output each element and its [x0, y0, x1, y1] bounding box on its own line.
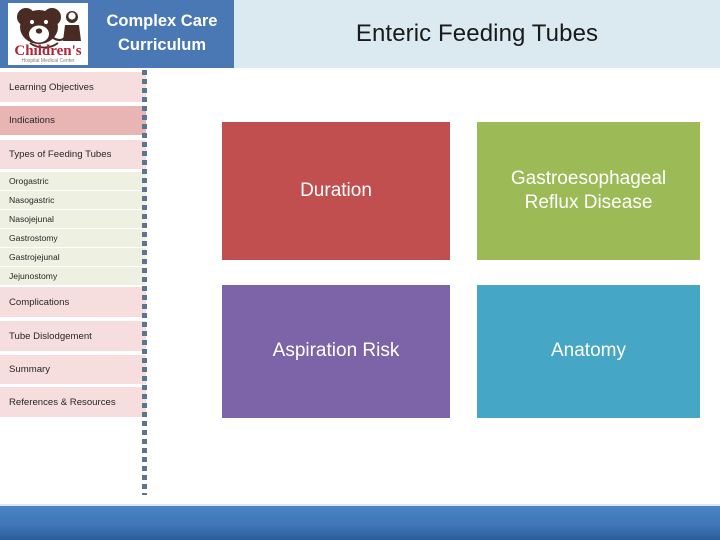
sidebar-item-label: Nasojejunal	[9, 214, 54, 224]
sidebar-item-summary[interactable]: Summary	[0, 355, 146, 384]
sidebar-item-label: Indications	[9, 115, 55, 126]
content-box-aspiration[interactable]: Aspiration Risk	[222, 285, 450, 418]
sidebar-item-nasojejunal[interactable]: Nasojejunal	[0, 210, 146, 228]
sidebar-item-label: Learning Objectives	[9, 81, 94, 93]
sidebar-item-label: Types of Feeding Tubes	[9, 149, 112, 160]
sidebar-item-label: Jejunostomy	[9, 271, 58, 281]
brand-title-line1: Complex Care	[106, 12, 218, 31]
brand-title: Complex Care Curriculum	[92, 4, 232, 64]
sidebar-item-label: Complications	[9, 296, 70, 308]
sidebar-item-label: Summary	[9, 364, 51, 375]
sidebar-item-label: Tube Dislodgement	[9, 330, 92, 342]
sidebar-item-learning-objectives[interactable]: Learning Objectives	[0, 72, 146, 102]
brand-block: Children's Hospital Medical Center Compl…	[0, 0, 234, 68]
sidebar-item-types-of-feeding-tubes[interactable]: Types of Feeding Tubes	[0, 140, 146, 169]
sidebar-item-orogastric[interactable]: Orogastric	[0, 172, 146, 190]
sidebar-item-label: Orogastric	[9, 176, 49, 186]
logo-subtext: Hospital Medical Center	[21, 58, 74, 64]
sidebar-item-nasogastric[interactable]: Nasogastric	[0, 191, 146, 209]
sidebar-item-label: References & Resources	[9, 396, 116, 408]
sidebar-item-gastrojejunal[interactable]: Gastrojejunal	[0, 248, 146, 266]
footer-bar	[0, 506, 720, 540]
sidebar-item-label: Nasogastric	[9, 195, 55, 205]
sidebar-item-gastrostomy[interactable]: Gastrostomy	[0, 229, 146, 247]
sidebar-item-complications[interactable]: Complications	[0, 287, 146, 317]
sidebar-item-tube-dislodgement[interactable]: Tube Dislodgement	[0, 321, 146, 351]
sidebar-item-jejunostomy[interactable]: Jejunostomy	[0, 267, 146, 285]
childrens-hospital-bear-logo: Children's Hospital Medical Center	[8, 3, 88, 65]
content-box-anatomy[interactable]: Anatomy	[477, 285, 700, 418]
footer-rule	[0, 504, 720, 506]
content-box-duration[interactable]: Duration	[222, 122, 450, 260]
page-title: Enteric Feeding Tubes	[355, 20, 599, 47]
sidebar-item-label: Gastrojejunal	[9, 252, 60, 262]
content-box-gerd[interactable]: Gastroesophageal Reflux Disease	[477, 122, 700, 260]
brand-title-line2: Curriculum	[117, 36, 206, 54]
dashed-vertical-divider	[142, 70, 147, 495]
sidebar-item-indications[interactable]: Indications	[0, 106, 146, 135]
sidebar-item-references-resources[interactable]: References & Resources	[0, 387, 146, 417]
sidebar-item-label: Gastrostomy	[9, 233, 58, 243]
logo-wordmark: Children's	[14, 43, 81, 59]
